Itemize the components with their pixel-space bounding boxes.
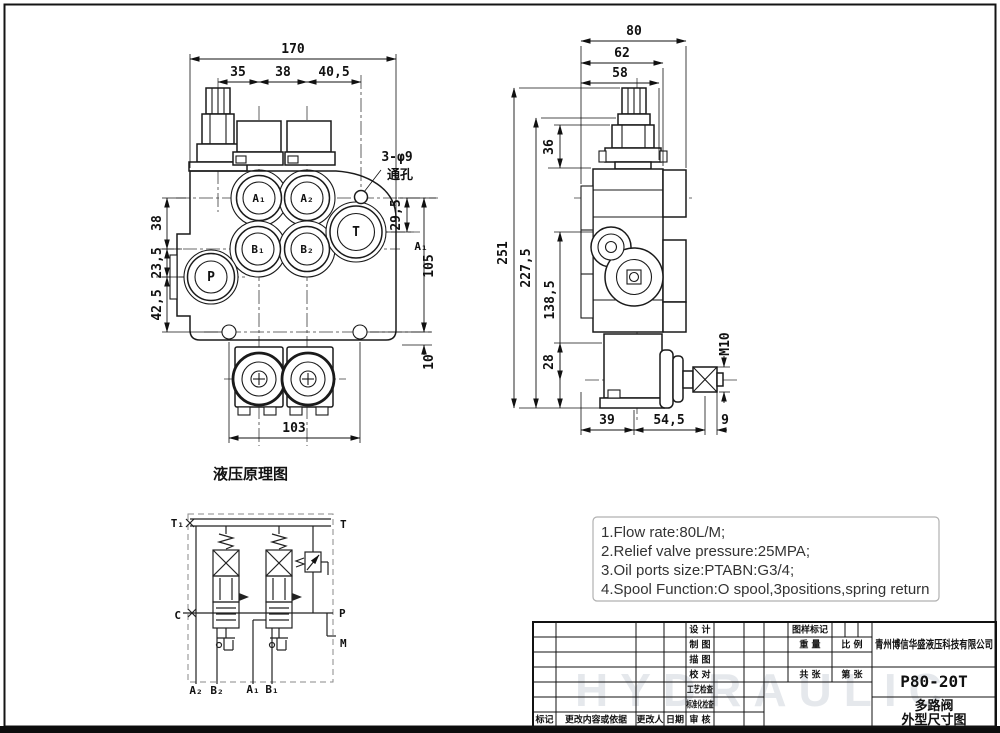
tb-weight: 重 量 [799,639,820,651]
dim-38-top: 38 [275,65,291,80]
sch-c: C [174,609,181,622]
schematic-valve-1 [212,526,249,651]
sch-a1: A₁ [246,683,259,696]
dim-10: 10 [422,354,437,370]
tb-mark: 标记 [534,714,553,726]
tb-standard-check: 标准化检查 [686,699,714,711]
tb-model: P80-20T [900,672,967,691]
note-line-1: 1.Flow rate:80L/M; [601,524,725,541]
tb-process-check: 工艺检查 [687,684,714,696]
front-bottom-housings [231,346,336,416]
port-a2-label: A₂ [300,192,313,205]
tb-proof: 校 对 [689,669,710,681]
dim-9: 9 [721,413,729,428]
tb-changed-by: 更改人 [636,714,664,726]
page-border [0,3,1000,733]
front-spool-caps [232,120,336,166]
side-body [580,168,687,333]
tb-review: 审 核 [689,714,710,726]
schematic-title: 液压原理图 [213,465,288,483]
port-p-label: P [207,270,215,285]
dim-23-5: 23,5 [150,247,165,278]
sch-t1: T₁ [171,517,184,530]
dim-227-5: 227,5 [519,248,534,287]
front-dimensions: 170 35 38 40,5 38 23,5 42,5 29,5 A₁ 1 [150,42,437,443]
port-t-label: T [352,225,360,240]
dim-80: 80 [626,24,642,39]
side-dimensions: 80 62 58 36 251 227,5 138,5 28 [496,24,733,435]
dim-39: 39 [599,413,615,428]
sch-b2: B₂ [210,684,223,697]
note-line-3: 3.Oil ports size:PTABN:G3/4; [601,562,794,579]
dim-29-5: 29,5 [389,199,404,230]
port-a1-label: A₁ [252,192,265,205]
hydraulic-schematic: 液压原理图 [171,465,347,697]
tb-scale: 比 例 [841,639,862,651]
hole-callout-label: 3-φ9 [381,150,412,165]
dim-251: 251 [496,241,511,265]
dim-58: 58 [612,66,628,81]
port-b2-label: B₂ [300,243,313,256]
sch-t: T [340,518,347,531]
front-hole-callout: 3-φ9 通孔 [363,150,413,193]
front-view: A₁ A₂ B₁ B₂ T P 3-φ9 [150,42,438,446]
sch-a2: A₂ [189,684,202,697]
tb-drawing-mark: 图样标记 [792,624,828,636]
port-b1-label: B₁ [251,243,264,256]
tb-design: 设 计 [689,624,710,636]
hole-callout-note: 通孔 [387,167,413,183]
schematic-port-labels: T₁ T C P M A₂ B₂ A₁ B₁ [171,517,347,697]
thread-m10-label: M10 [718,332,733,356]
dim-42-5: 42,5 [150,289,165,320]
tb-draft: 制 图 [689,639,710,651]
tb-drawing-type: 外型尺寸图 [900,712,966,728]
tb-company: 青州博信华盛液压科技有限公司 [875,637,993,651]
note-line-4: 4.Spool Function:O spool,3positions,spri… [601,581,930,598]
side-handle-cap [598,87,668,170]
sch-p: P [339,607,346,620]
sch-b1: B₁ [265,683,278,696]
tb-total-sheets: 共 张 [799,669,821,681]
schematic-lines [183,518,336,684]
dim-38-left: 38 [150,215,165,231]
dim-28: 28 [542,354,557,370]
dim-138-5: 138,5 [543,280,558,319]
dim-54-5: 54,5 [653,413,684,428]
dim-103: 103 [282,421,305,436]
schematic-relief-valve [294,526,329,613]
tb-trace: 描 图 [689,654,710,666]
tb-change-content: 更改内容或依据 [565,714,627,726]
dim-36: 36 [542,139,557,155]
notes-block: 1.Flow rate:80L/M; 2.Relief valve pressu… [592,516,940,602]
dim-40-5: 40,5 [318,65,349,80]
dim-35: 35 [230,65,246,80]
front-ports: A₁ A₂ B₁ B₂ T P [186,174,383,340]
tb-product-name: 多路阀 [914,698,953,714]
side-view: 80 62 58 36 251 227,5 138,5 28 [496,24,738,435]
tb-date: 日期 [666,714,684,726]
dim-105: 105 [422,254,437,277]
title-block: 设 计 制 图 描 图 校 对 工艺检查 标准化检查 审 核 标记 更改内容或依… [532,621,997,728]
sch-m: M [340,637,347,650]
dim-62: 62 [614,46,630,61]
section-mark: A₁ [414,240,427,253]
schematic-valve-2 [265,526,302,651]
dim-170: 170 [281,42,305,57]
side-lower-block [599,333,724,409]
note-line-2: 2.Relief valve pressure:25MPA; [601,543,810,560]
tb-sheet-number: 第 张 [841,669,863,681]
